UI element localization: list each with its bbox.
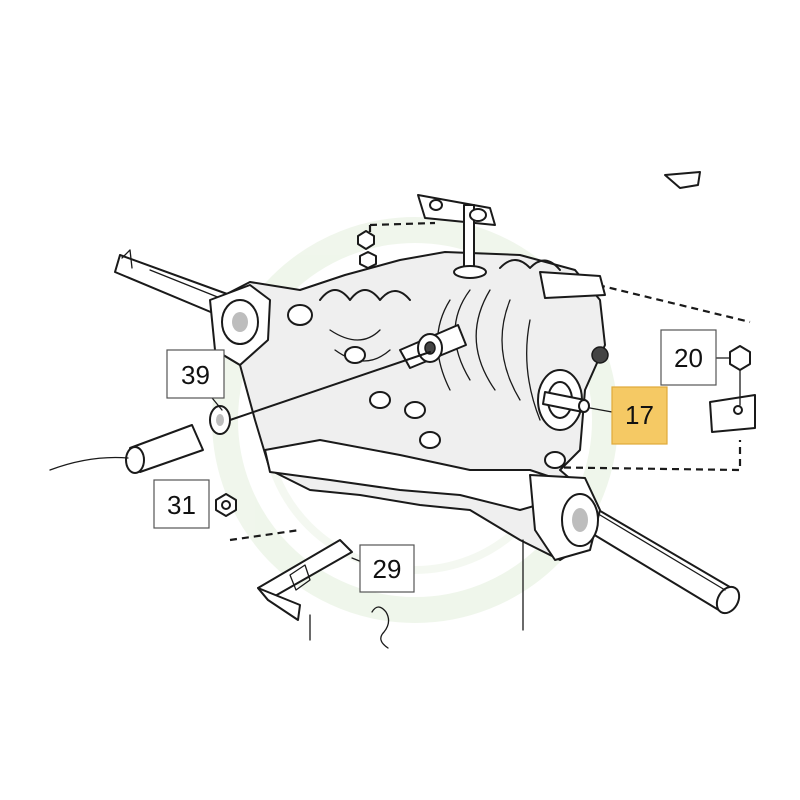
callout-39: 39 — [166, 349, 225, 399]
callout-20: 20 — [660, 329, 717, 386]
shaft-pin-17 — [542, 346, 613, 413]
control-shaft — [229, 324, 467, 421]
bracket-29 — [257, 539, 363, 621]
nut-31 — [215, 493, 237, 517]
nut-and-plate-20 — [709, 345, 756, 433]
callout-39-label: 39 — [181, 360, 210, 390]
callout-31-label: 31 — [167, 490, 196, 520]
input-shaft-linkage — [417, 171, 701, 299]
transaxle-housing — [209, 251, 606, 561]
callout-20-label: 20 — [674, 343, 703, 373]
callout-29-label: 29 — [373, 554, 402, 584]
callout-29: 29 — [359, 544, 415, 593]
callout-17-label: 17 — [625, 400, 654, 430]
lower-leaders — [309, 539, 524, 649]
callout-17-highlighted: 17 — [611, 386, 668, 445]
right-axle-shaft — [577, 504, 741, 615]
callout-31: 31 — [153, 479, 210, 529]
top-nut — [357, 230, 377, 269]
sleeve-and-clip-39 — [49, 392, 231, 474]
